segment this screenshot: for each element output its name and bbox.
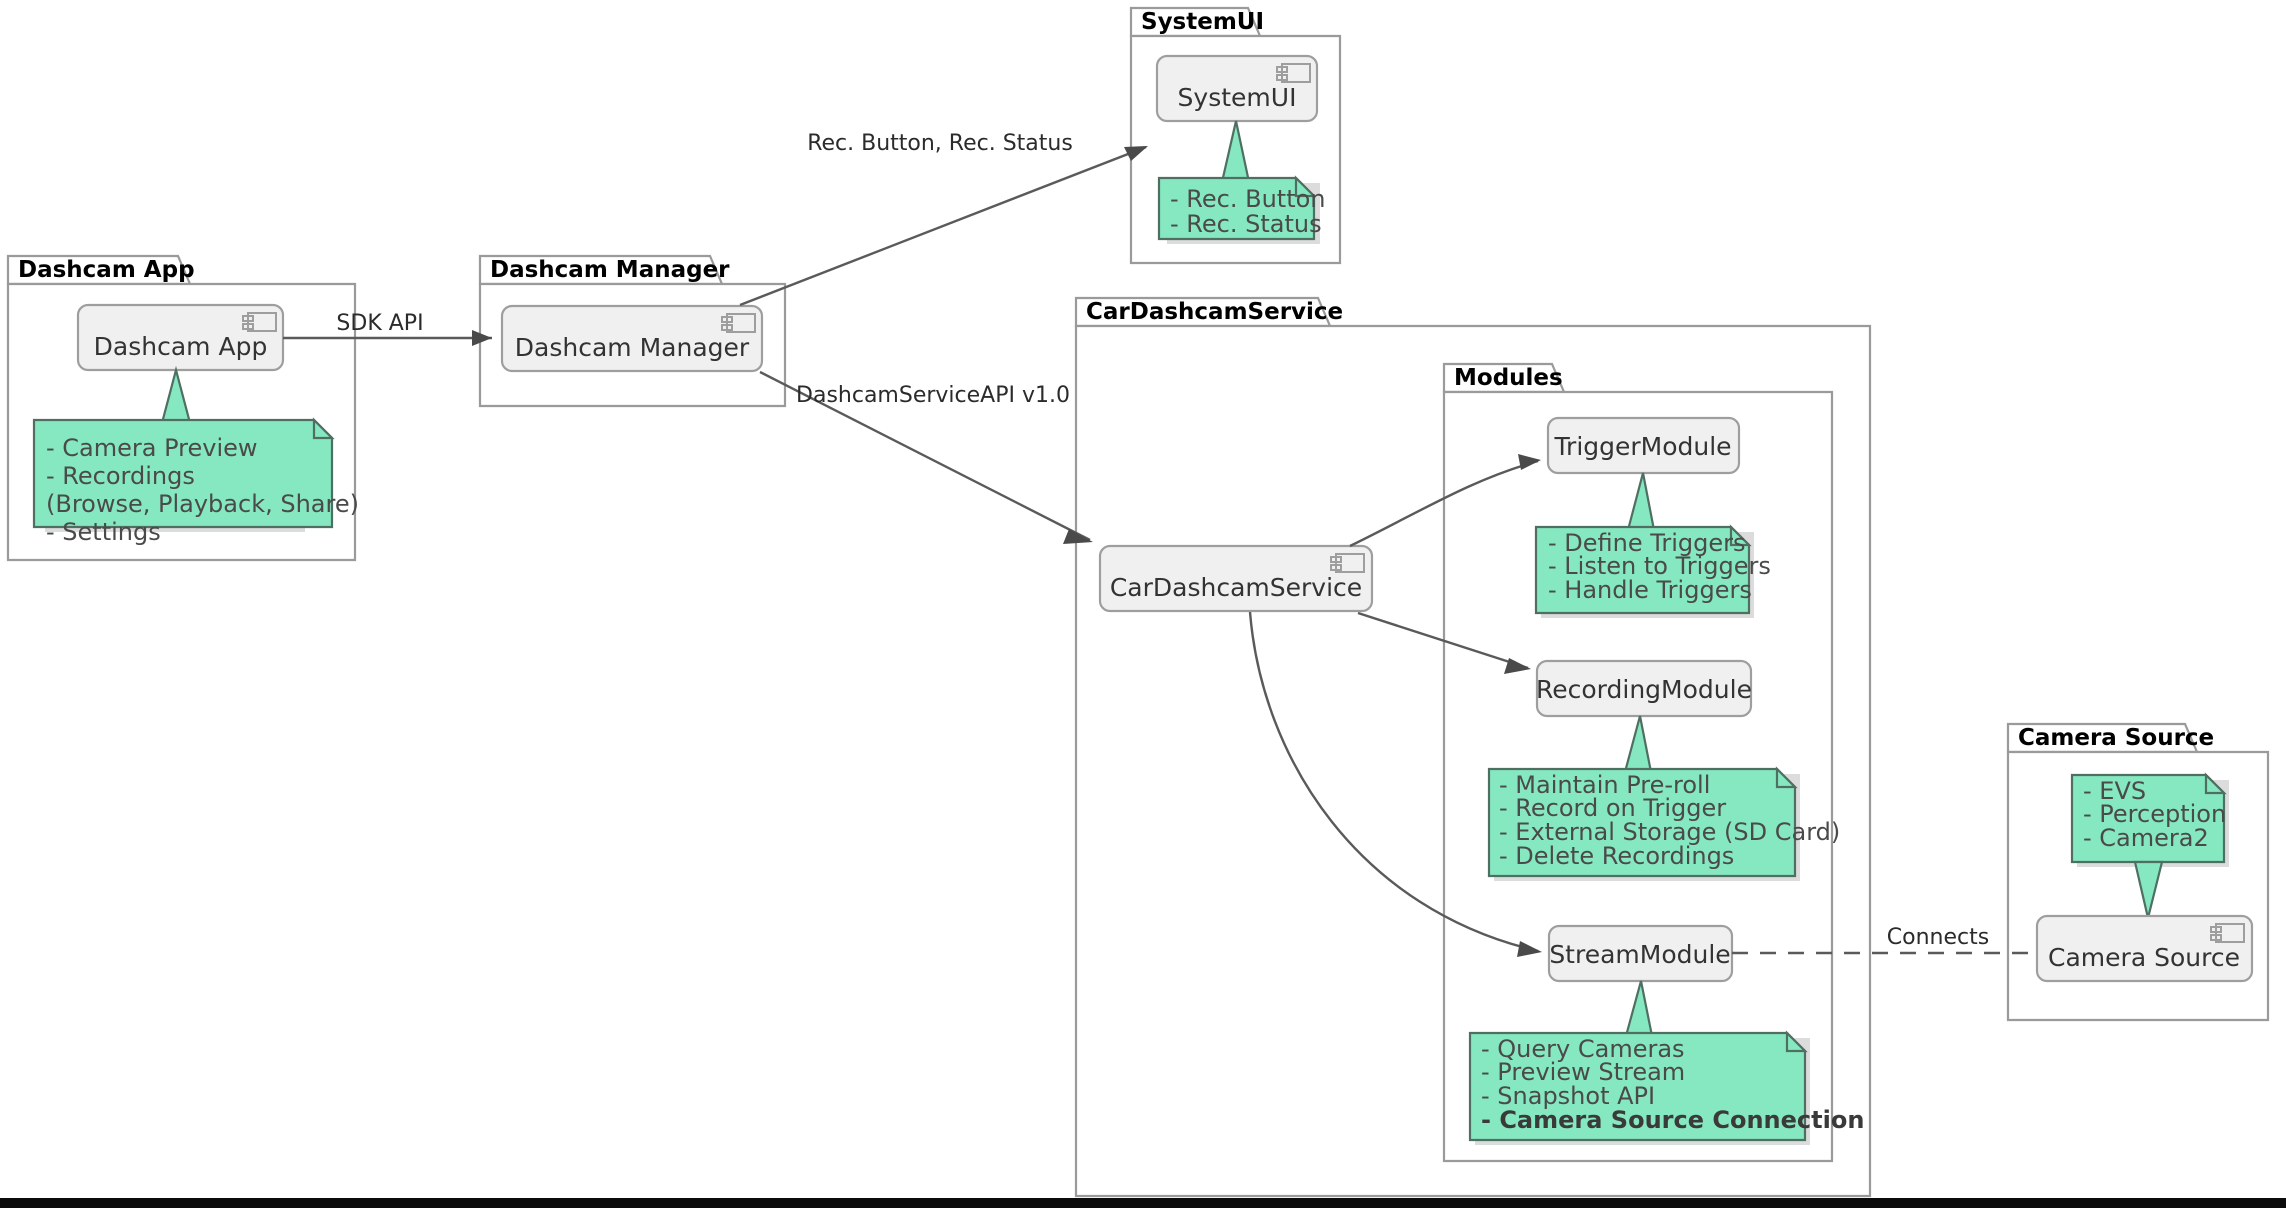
note-line: - Settings — [46, 518, 161, 546]
component-icon — [721, 313, 756, 333]
edge-stream-to-camera: Connects — [1732, 925, 2037, 955]
edge-service-to-trigger — [1349, 454, 1541, 548]
component-label: StreamModule — [1549, 940, 1730, 969]
component-streammodule[interactable]: StreamModule — [1547, 924, 1734, 983]
note-line: - Snapshot API — [1481, 1082, 1655, 1110]
note-line: - Rec. Button — [1170, 185, 1326, 213]
edge-service-to-stream — [1248, 611, 1542, 957]
edge-manager-to-service: DashcamServiceAPI v1.0 — [759, 370, 1093, 544]
bottom-bar — [0, 1198, 2286, 1208]
note-line: - Camera Preview — [46, 434, 258, 462]
note-line: - Rec. Status — [1170, 210, 1322, 238]
edge-label: Rec. Button, Rec. Status — [807, 131, 1073, 156]
package-label: Dashcam Manager — [490, 257, 730, 283]
note-line: - Delete Recordings — [1499, 842, 1734, 870]
edge-label: DashcamServiceAPI v1.0 — [796, 383, 1070, 408]
component-label: CarDashcamService — [1110, 573, 1362, 602]
edge-label: SDK API — [336, 311, 423, 336]
component-dashcam-app[interactable]: Dashcam App — [76, 303, 285, 372]
note-systemui: - Rec. Button - Rec. Status — [1157, 120, 1326, 244]
note-streammodule: - Query Cameras - Preview Stream - Snaps… — [1468, 980, 1864, 1145]
component-label: Dashcam Manager — [515, 333, 750, 362]
package-label: Dashcam App — [18, 257, 195, 283]
component-dashcam-manager[interactable]: Dashcam Manager — [500, 304, 764, 373]
note-line: - Perception — [2083, 800, 2226, 828]
component-systemui[interactable]: SystemUI — [1155, 54, 1319, 123]
edge-app-to-manager: SDK API — [283, 311, 492, 346]
package-label: Camera Source — [2018, 725, 2214, 751]
component-icon — [2210, 923, 2245, 943]
note-line: - Listen to Triggers — [1548, 552, 1771, 580]
component-recordingmodule[interactable]: RecordingModule — [1535, 659, 1753, 718]
component-icon — [242, 312, 277, 332]
component-label: SystemUI — [1178, 83, 1297, 112]
note-line: (Browse, Playback, Share) — [46, 490, 359, 518]
component-label: TriggerModule — [1553, 432, 1731, 461]
note-line: - Camera Source Connection — [1481, 1106, 1864, 1134]
note-line: - External Storage (SD Card) — [1499, 818, 1840, 846]
component-label: Dashcam App — [94, 332, 268, 361]
component-cardashcamservice[interactable]: CarDashcamService — [1098, 544, 1374, 613]
note-line: - Camera2 — [2083, 824, 2209, 852]
note-line: - Define Triggers — [1548, 529, 1746, 557]
note-dashcam-app: - Camera Preview - Recordings (Browse, P… — [32, 365, 359, 546]
note-triggermodule: - Define Triggers - Listen to Triggers -… — [1534, 472, 1771, 618]
note-line: - Recordings — [46, 462, 195, 490]
edge-service-to-recording — [1357, 611, 1531, 674]
edge-label: Connects — [1887, 925, 1989, 950]
package-label: Modules — [1454, 365, 1563, 391]
note-camera-source: - EVS - Perception - Camera2 — [2070, 772, 2229, 919]
note-recordingmodule: - Maintain Pre-roll - Record on Trigger … — [1487, 715, 1840, 881]
note-line: - Maintain Pre-roll — [1499, 771, 1710, 799]
note-line: - Handle Triggers — [1548, 576, 1752, 604]
note-line: - Preview Stream — [1481, 1058, 1685, 1086]
note-line: - Record on Trigger — [1499, 794, 1726, 822]
component-triggermodule[interactable]: TriggerModule — [1546, 416, 1741, 475]
package-label: SystemUI — [1141, 9, 1264, 35]
note-line: - EVS — [2083, 777, 2146, 805]
edge-manager-to-systemui: Rec. Button, Rec. Status — [739, 131, 1148, 307]
component-label: Camera Source — [2048, 943, 2240, 972]
component-icon — [1330, 553, 1365, 573]
package-label: CarDashcamService — [1086, 299, 1343, 325]
component-label: RecordingModule — [1536, 675, 1752, 704]
component-camera-source[interactable]: Camera Source — [2035, 914, 2254, 983]
component-icon — [1276, 63, 1311, 83]
note-line: - Query Cameras — [1481, 1035, 1685, 1063]
